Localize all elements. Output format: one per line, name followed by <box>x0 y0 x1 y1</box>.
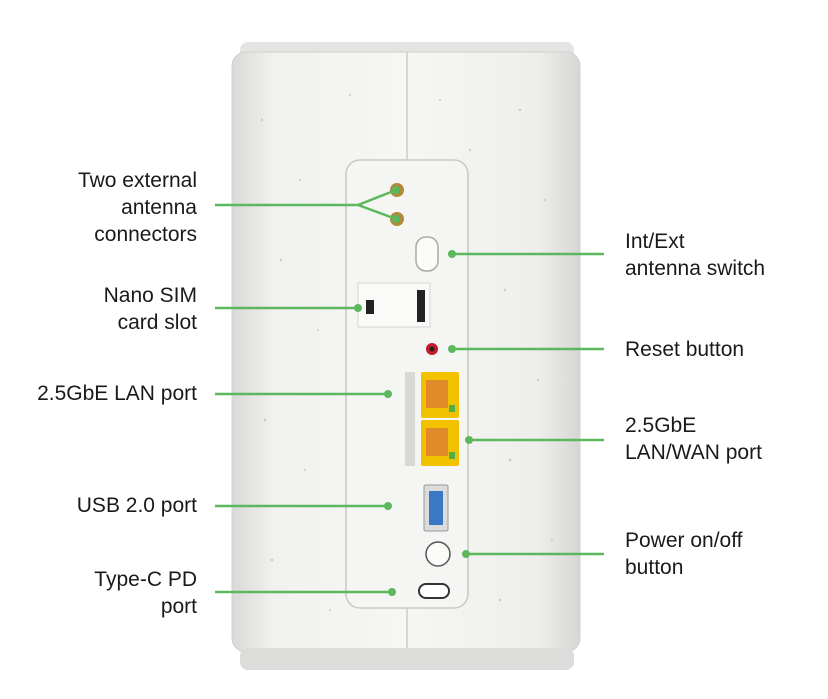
lan-port-icon <box>421 372 459 418</box>
reset-button-icon <box>426 343 438 355</box>
label-reset: Reset button <box>625 338 745 361</box>
leader-lines <box>215 188 604 594</box>
power-button-icon <box>425 541 451 567</box>
leader-dots <box>354 186 473 596</box>
antenna-switch-icon <box>415 236 439 272</box>
usb-port-icon <box>423 484 449 532</box>
sim-slot-icon <box>357 282 431 328</box>
label-type-c: Type-C PD port <box>94 568 197 618</box>
type-c-port-icon <box>418 583 450 599</box>
label-nano-sim: Nano SIM card slot <box>103 284 197 334</box>
label-antenna-switch: Int/Ext antenna switch <box>625 230 766 280</box>
label-lan-wan: 2.5GbE LAN/WAN port <box>625 414 762 464</box>
label-usb-port: USB 2.0 port <box>76 494 197 517</box>
label-power: Power on/off button <box>625 529 743 579</box>
label-lan-port: 2.5GbE LAN port <box>37 382 197 405</box>
lan-wan-port-icon <box>421 420 459 466</box>
label-antenna-connectors: Two external antenna connectors <box>77 169 197 246</box>
